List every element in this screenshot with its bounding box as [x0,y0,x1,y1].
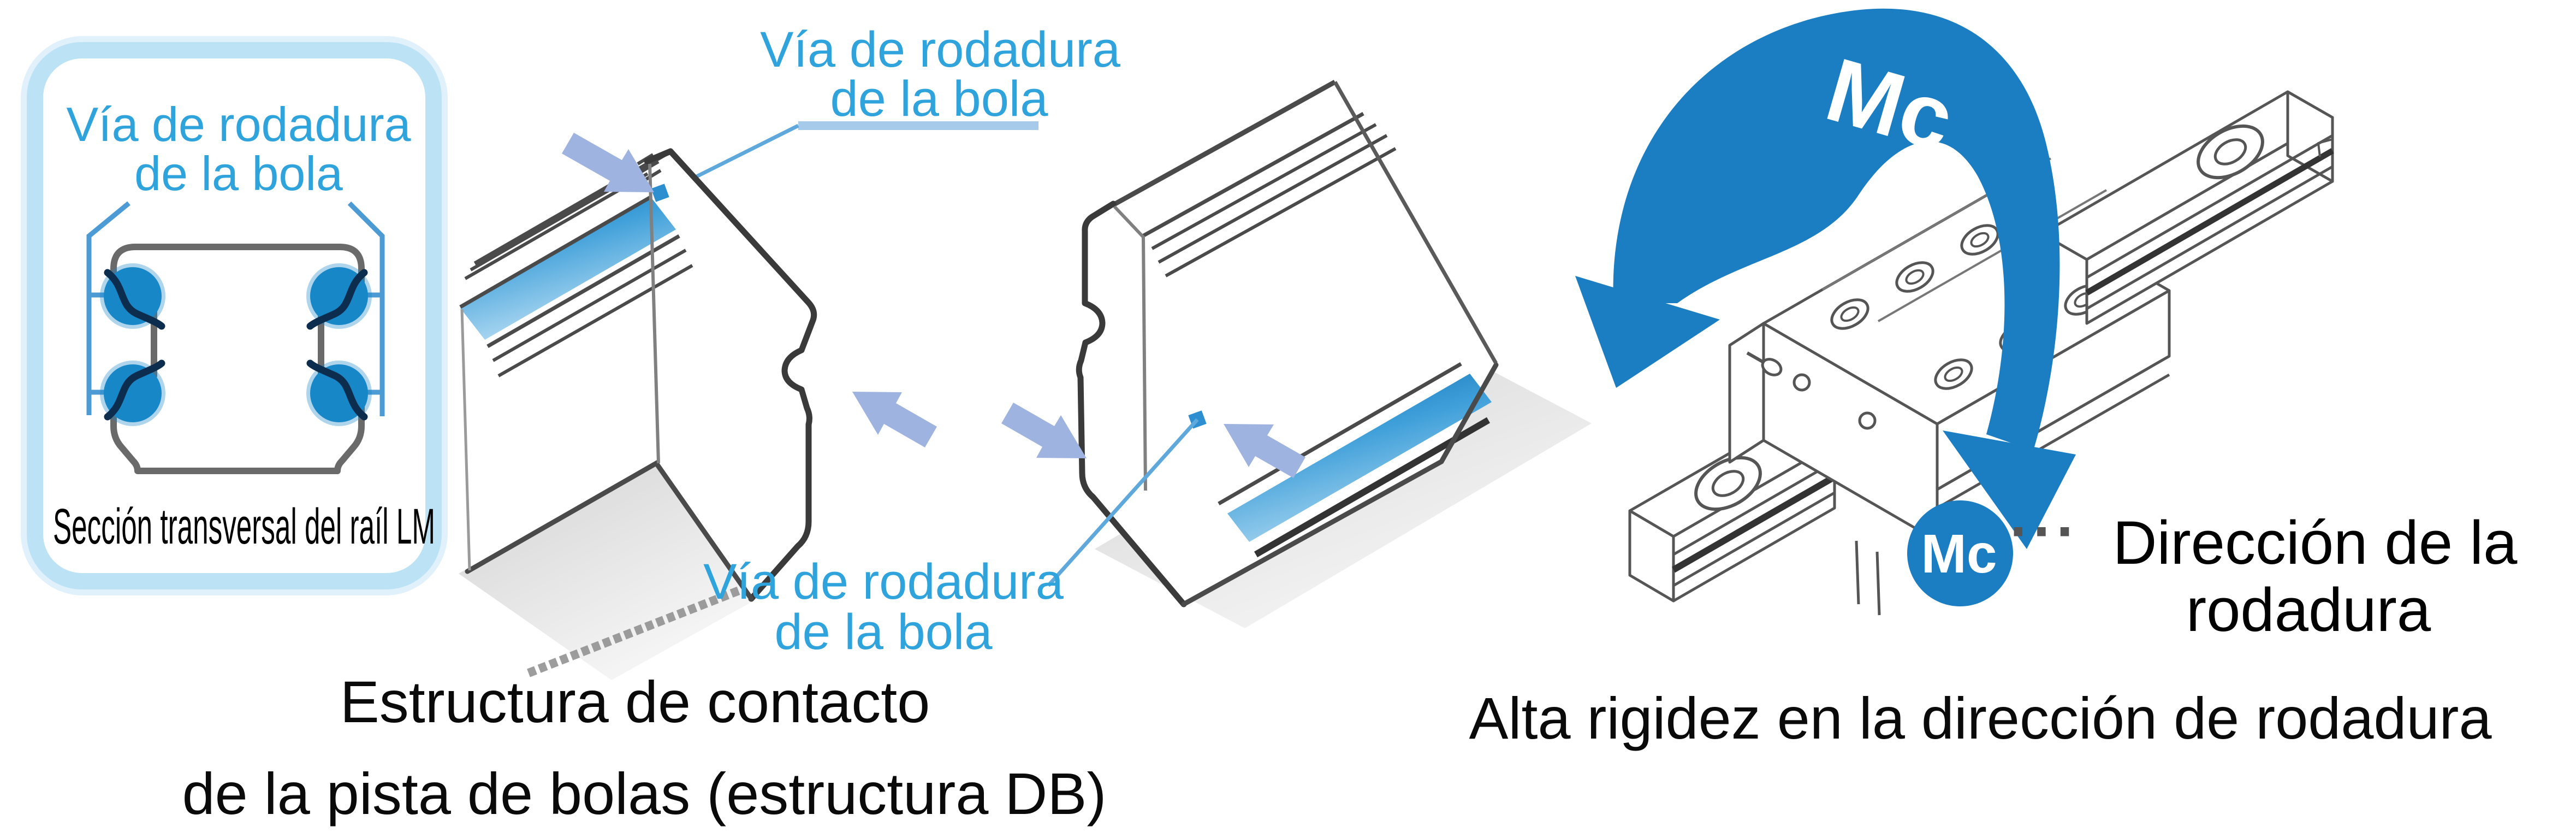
caption-left-line2: de la pista de bolas (estructura DB) [182,760,1107,827]
mc-arrow-head-left [1575,276,1720,388]
cross-section-caption: Sección transversal del raíl LM [53,499,435,554]
rolling-direction-legend-line2: rodadura [2186,576,2431,644]
ground-shadow [459,462,753,680]
panel-border [27,42,442,589]
rolling-direction-legend-line1: Dirección de la [2113,509,2518,577]
mc-badge [1907,500,2013,606]
rail-end-view-left [459,133,937,680]
ellipsis-dots: ··· [2010,498,2080,565]
raceway-label-bottom-line2: de la bola [775,604,993,660]
rail-bottom-edges [1181,362,1499,607]
raceway-label-top-line1: Vía de rodadura [760,22,1121,78]
mc-moment-arrow: Mc [1575,8,2076,549]
cross-section-panel: Vía de rodadura de la bola [21,36,448,595]
lm-block [1728,157,2171,616]
raceway-dot [651,184,669,202]
raceway-contact-diagram: Vía de rodadura de la bola [459,22,1592,680]
rail-bottom-edges [465,460,754,601]
lm-rail-far [2040,90,2334,325]
rail-corner-edge [1113,205,1147,491]
raceway-label-bottom-line1: Vía de rodadura [703,554,1064,610]
block-bolt-holes [1830,224,2103,390]
pointer-arrow [852,392,937,447]
pointer-arrow [1001,403,1087,458]
rail-end-view-right [1001,80,1592,628]
panel-border-glow [21,36,448,595]
grease-nipple [1746,351,1881,616]
mc-arrow-head-right [1943,430,2076,549]
rail-corner-edge [648,163,660,464]
rail-outline [110,244,365,474]
leader-line-bottom [1047,418,1199,587]
ball-raceway-strip [1227,374,1492,542]
ball-contact-lines [104,269,368,421]
cross-section-label-line1: Vía de rodadura [66,97,411,151]
rolling-direction-panel: Mc Mc ··· Dirección de la rodadura [1575,8,2518,644]
shadow-edge-strip [527,576,767,677]
pointer-arrow [562,133,654,192]
pointer-arrow [1224,424,1305,478]
mc-badge-label: Mc [1921,523,1997,585]
caption-right: Alta rigidez en la dirección de rodadura [1469,685,2492,751]
raceway-label-top-line2: de la bola [830,71,1049,127]
cross-section-label-line2: de la bola [134,146,343,200]
rail-outline-edge [1076,200,1187,607]
ball-raceway-strip [460,198,676,340]
rail-outline-edge [644,148,817,602]
rail-endcap-edge [460,309,471,571]
caption-left-line1: Estructura de contacto [340,669,930,735]
block-end-plate-bevel [1728,322,1765,464]
rail-endcap-edge [1333,81,1498,364]
